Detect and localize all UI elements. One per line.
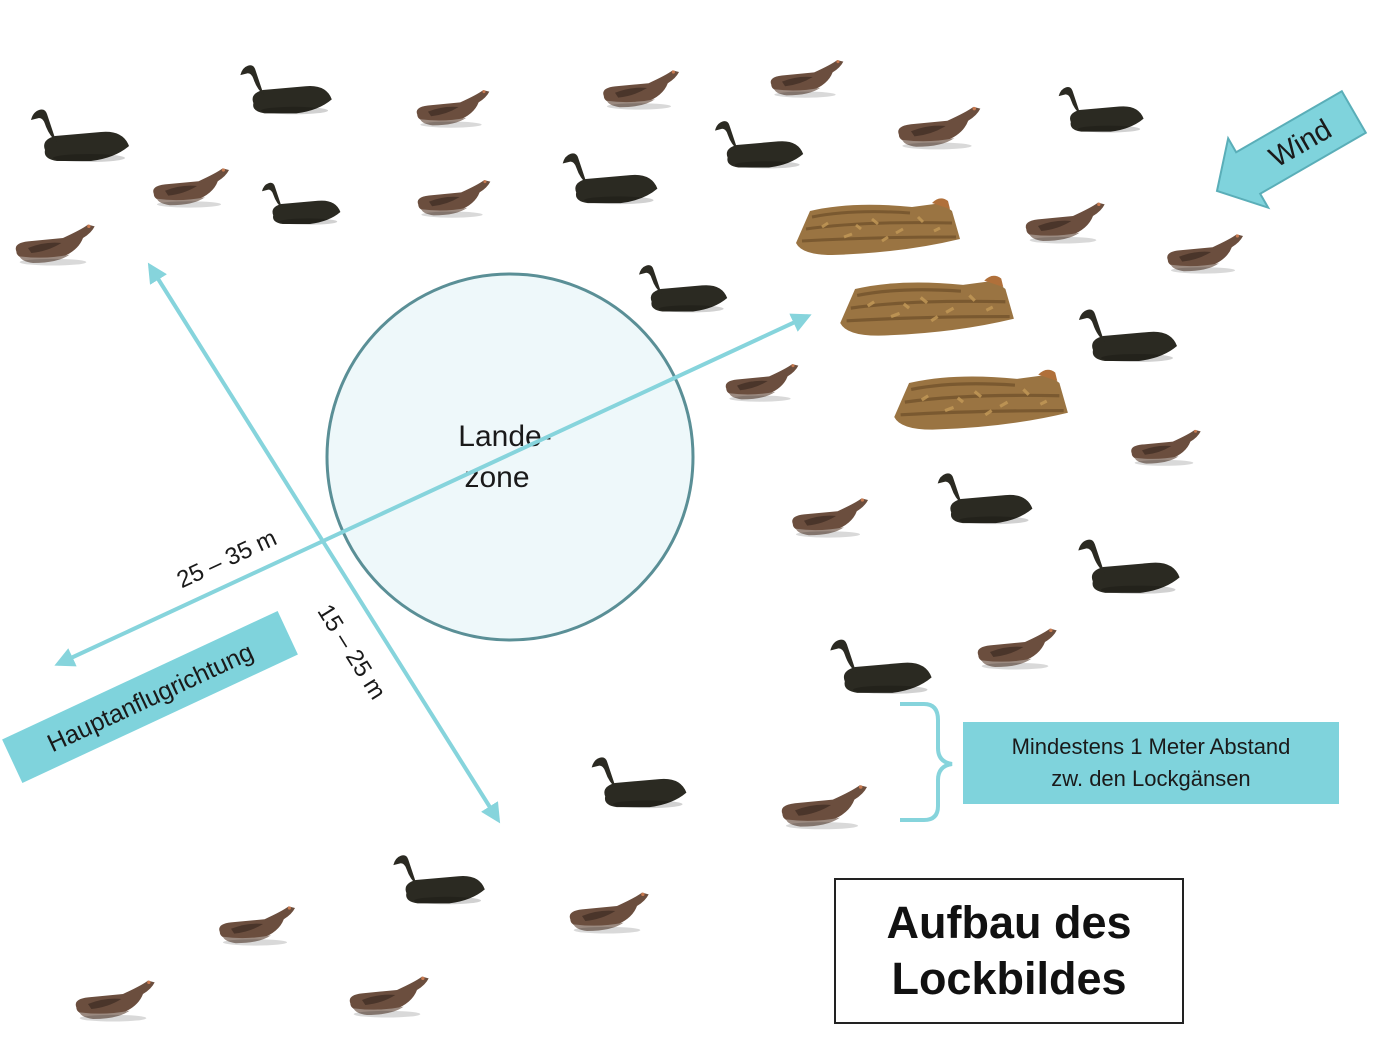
goose-decoy-icon xyxy=(240,65,332,115)
goose-decoy-icon xyxy=(1167,234,1243,274)
goose-decoy-icon xyxy=(1131,429,1201,466)
goose-decoy-icon xyxy=(15,224,95,266)
layout-blind-icon xyxy=(892,367,1070,432)
main-approach-tag: Hauptanflugrichtung xyxy=(2,611,298,783)
goose-decoy-icon xyxy=(937,473,1033,525)
goose-decoy-icon xyxy=(770,60,844,98)
goose-decoy-icon xyxy=(393,855,485,905)
goose-decoy-icon xyxy=(569,892,649,934)
spacing-bracket xyxy=(900,702,953,822)
landing-zone-label-2: zone xyxy=(464,461,529,494)
distance-short-label: 15 – 25 m xyxy=(312,600,391,705)
diagram-title: Aufbau des Lockbildes xyxy=(834,878,1184,1024)
goose-decoy-icon xyxy=(153,168,229,208)
goose-decoy-icon xyxy=(1078,539,1180,594)
landing-zone-label: Lande- xyxy=(458,420,551,453)
goose-decoy-icon xyxy=(262,182,341,225)
wind-arrow-icon: Wind xyxy=(1215,89,1368,210)
goose-decoy-icon xyxy=(1058,87,1144,133)
goose-decoy-icon xyxy=(349,976,429,1018)
goose-decoy-icon xyxy=(898,106,981,150)
landing-zone-circle xyxy=(325,272,695,642)
goose-decoy-icon xyxy=(219,906,295,946)
goose-decoy-icon xyxy=(781,785,867,830)
goose-decoy-icon xyxy=(830,639,932,694)
layout-blind-icon xyxy=(838,273,1016,338)
goose-decoy-icon xyxy=(417,180,491,218)
goose-decoy-icon xyxy=(603,70,679,110)
goose-decoy-icon xyxy=(725,364,799,402)
width-axis-arrow xyxy=(147,262,501,824)
goose-decoy-icon xyxy=(639,265,728,313)
goose-decoy-icon xyxy=(416,90,490,128)
goose-decoy-icon xyxy=(977,628,1057,670)
layout-blind-icon xyxy=(794,196,962,257)
goose-decoy-icon xyxy=(562,153,658,205)
goose-decoy-icon xyxy=(715,121,804,169)
goose-decoy-icon xyxy=(31,109,129,162)
goose-decoy-icon xyxy=(1079,309,1177,362)
goose-decoy-icon xyxy=(75,980,155,1022)
goose-decoy-icon xyxy=(1025,202,1105,244)
spacing-note: Mindestens 1 Meter Abstand zw. den Lockg… xyxy=(963,722,1339,804)
goose-decoy-icon xyxy=(792,498,868,538)
goose-decoy-icon xyxy=(591,757,687,809)
